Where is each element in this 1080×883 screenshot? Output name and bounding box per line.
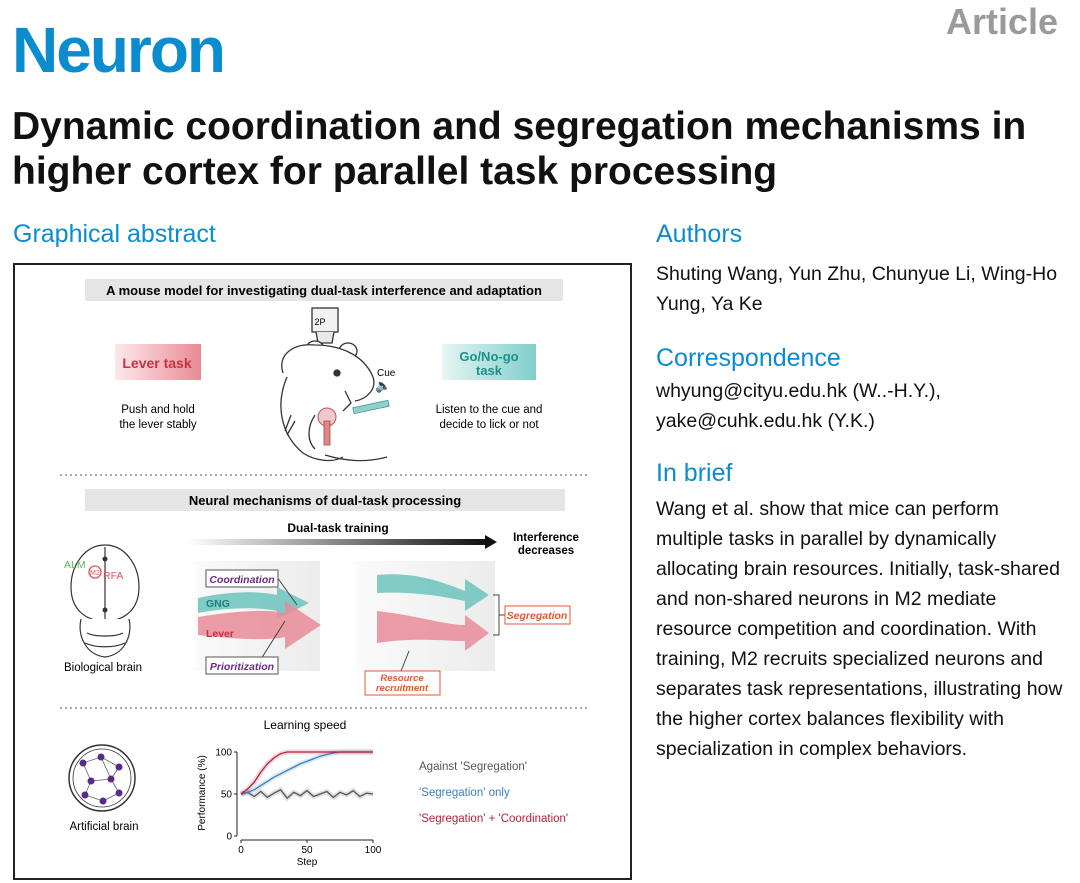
coordination-box [205, 569, 279, 588]
y-tick-label: 0 [226, 832, 232, 843]
lever-desc-line2: the lever stably [119, 419, 197, 431]
recruitment-line2: recruitment [376, 683, 429, 694]
legend-segregation-only: 'Segregation' only [419, 787, 510, 799]
legend-against-segregation: Against 'Segregation' [419, 761, 527, 773]
email-yake[interactable]: yake@cuhk.edu.hk (Y.K.) [656, 410, 875, 432]
graphical-abstract-figure: A mouse model for investigating dual-tas… [13, 263, 632, 880]
prioritization-pointer [260, 620, 286, 660]
m2-label: M2 [90, 570, 100, 577]
gng-task-box [442, 344, 536, 380]
lever-stream-late [377, 611, 489, 651]
panel1-title: A mouse model for investigating dual-tas… [106, 283, 542, 298]
gng-stream-late [377, 574, 489, 611]
cue-label: Cue [377, 368, 396, 379]
lever-task-label: Lever task [122, 355, 191, 371]
gng-stream-early [198, 587, 309, 619]
prioritization-box [205, 656, 279, 675]
resource-recruitment-box [364, 670, 441, 696]
training-arrow-head [485, 535, 497, 549]
coordination-label: Coordination [209, 574, 274, 586]
gng-task-label-line1: Go/No-go [459, 349, 518, 364]
y-tick-label: 100 [215, 748, 232, 759]
panel1-title-bg [85, 279, 563, 301]
in-brief-heading: In brief [656, 459, 733, 487]
microscope-label: 2P [314, 317, 325, 327]
coordination-pointer [276, 576, 298, 606]
graphical-abstract-heading: Graphical abstract [13, 220, 216, 248]
segregation-bracket [493, 594, 505, 636]
correspondence-heading: Correspondence [656, 344, 841, 372]
artificial-brain-label: Artificial brain [69, 821, 138, 833]
biological-brain-label: Biological brain [64, 662, 142, 674]
graphical-abstract-svg: A mouse model for investigating dual-tas… [60, 279, 590, 868]
gng-stream-label: GNG [206, 598, 230, 610]
speaker-icon: 🔈 [375, 378, 391, 394]
chart-title: Learning speed [264, 718, 347, 732]
mouse-illustration [280, 307, 388, 462]
x-tick-label: 100 [365, 845, 382, 856]
y-tick-label: 50 [221, 790, 233, 801]
gng-task-label-line2: task [476, 363, 503, 378]
prioritization-label: Prioritization [210, 661, 274, 673]
segregation-label: Segregation [507, 610, 568, 622]
x-axis-label: Step [297, 857, 318, 868]
late-training-panel [355, 561, 495, 671]
y-axis-label: Performance (%) [197, 755, 208, 831]
journal-name: Neuron [12, 14, 226, 86]
x-tick-label: 50 [301, 845, 313, 856]
dual-task-training-label: Dual-task training [287, 521, 388, 535]
recruitment-pointer [400, 650, 410, 672]
authors-list: Shuting Wang, Yun Zhu, Chunyue Li, Wing-… [656, 263, 1058, 315]
series-line [240, 751, 373, 795]
x-tick-label: 0 [238, 845, 244, 856]
series-line [240, 788, 374, 800]
learning-speed-chart: 0 50 100 0 50 100 [215, 748, 381, 857]
training-arrow-shaft [187, 539, 485, 545]
artificial-brain-icon [68, 744, 136, 812]
m2-region [88, 565, 102, 579]
lick-spout [352, 399, 390, 415]
panel2-title-bg [85, 489, 565, 511]
article-type-label: Article [945, 1, 1058, 42]
lever-task-box [115, 344, 201, 380]
bregma-dot [102, 556, 108, 562]
lambda-dot [102, 607, 108, 613]
lever-desc-line1: Push and hold [121, 404, 195, 416]
interference-line2: decreases [518, 545, 574, 557]
legend-segregation-coordination: 'Segregation' + 'Coordination' [419, 813, 568, 825]
correspondence-emails: whyung@cityu.edu.hk (W..-H.Y.), yake@cuh… [656, 376, 1066, 436]
brain-outline [70, 544, 140, 658]
recruitment-line1: Resource [380, 673, 424, 684]
gng-desc-line1: Listen to the cue and [436, 404, 543, 416]
lever-stream-early [198, 601, 321, 649]
panel2-title: Neural mechanisms of dual-task processin… [189, 493, 461, 508]
article-title: Dynamic coordination and segregation mec… [12, 105, 1027, 193]
alm-label: ALM [64, 559, 86, 571]
interference-line1: Interference [513, 532, 579, 544]
lever-shaft [323, 420, 331, 446]
segregation-box [504, 605, 571, 625]
gng-desc-line2: decide to lick or not [439, 419, 539, 431]
email-whyung[interactable]: whyung@cityu.edu.hk (W..-H.Y.), [656, 380, 941, 402]
in-brief-text: Wang et al. show that mice can perform m… [656, 498, 1063, 760]
rfa-label: RFA [103, 570, 123, 582]
authors-heading: Authors [656, 220, 743, 248]
lever-stream-label: Lever [206, 628, 234, 640]
